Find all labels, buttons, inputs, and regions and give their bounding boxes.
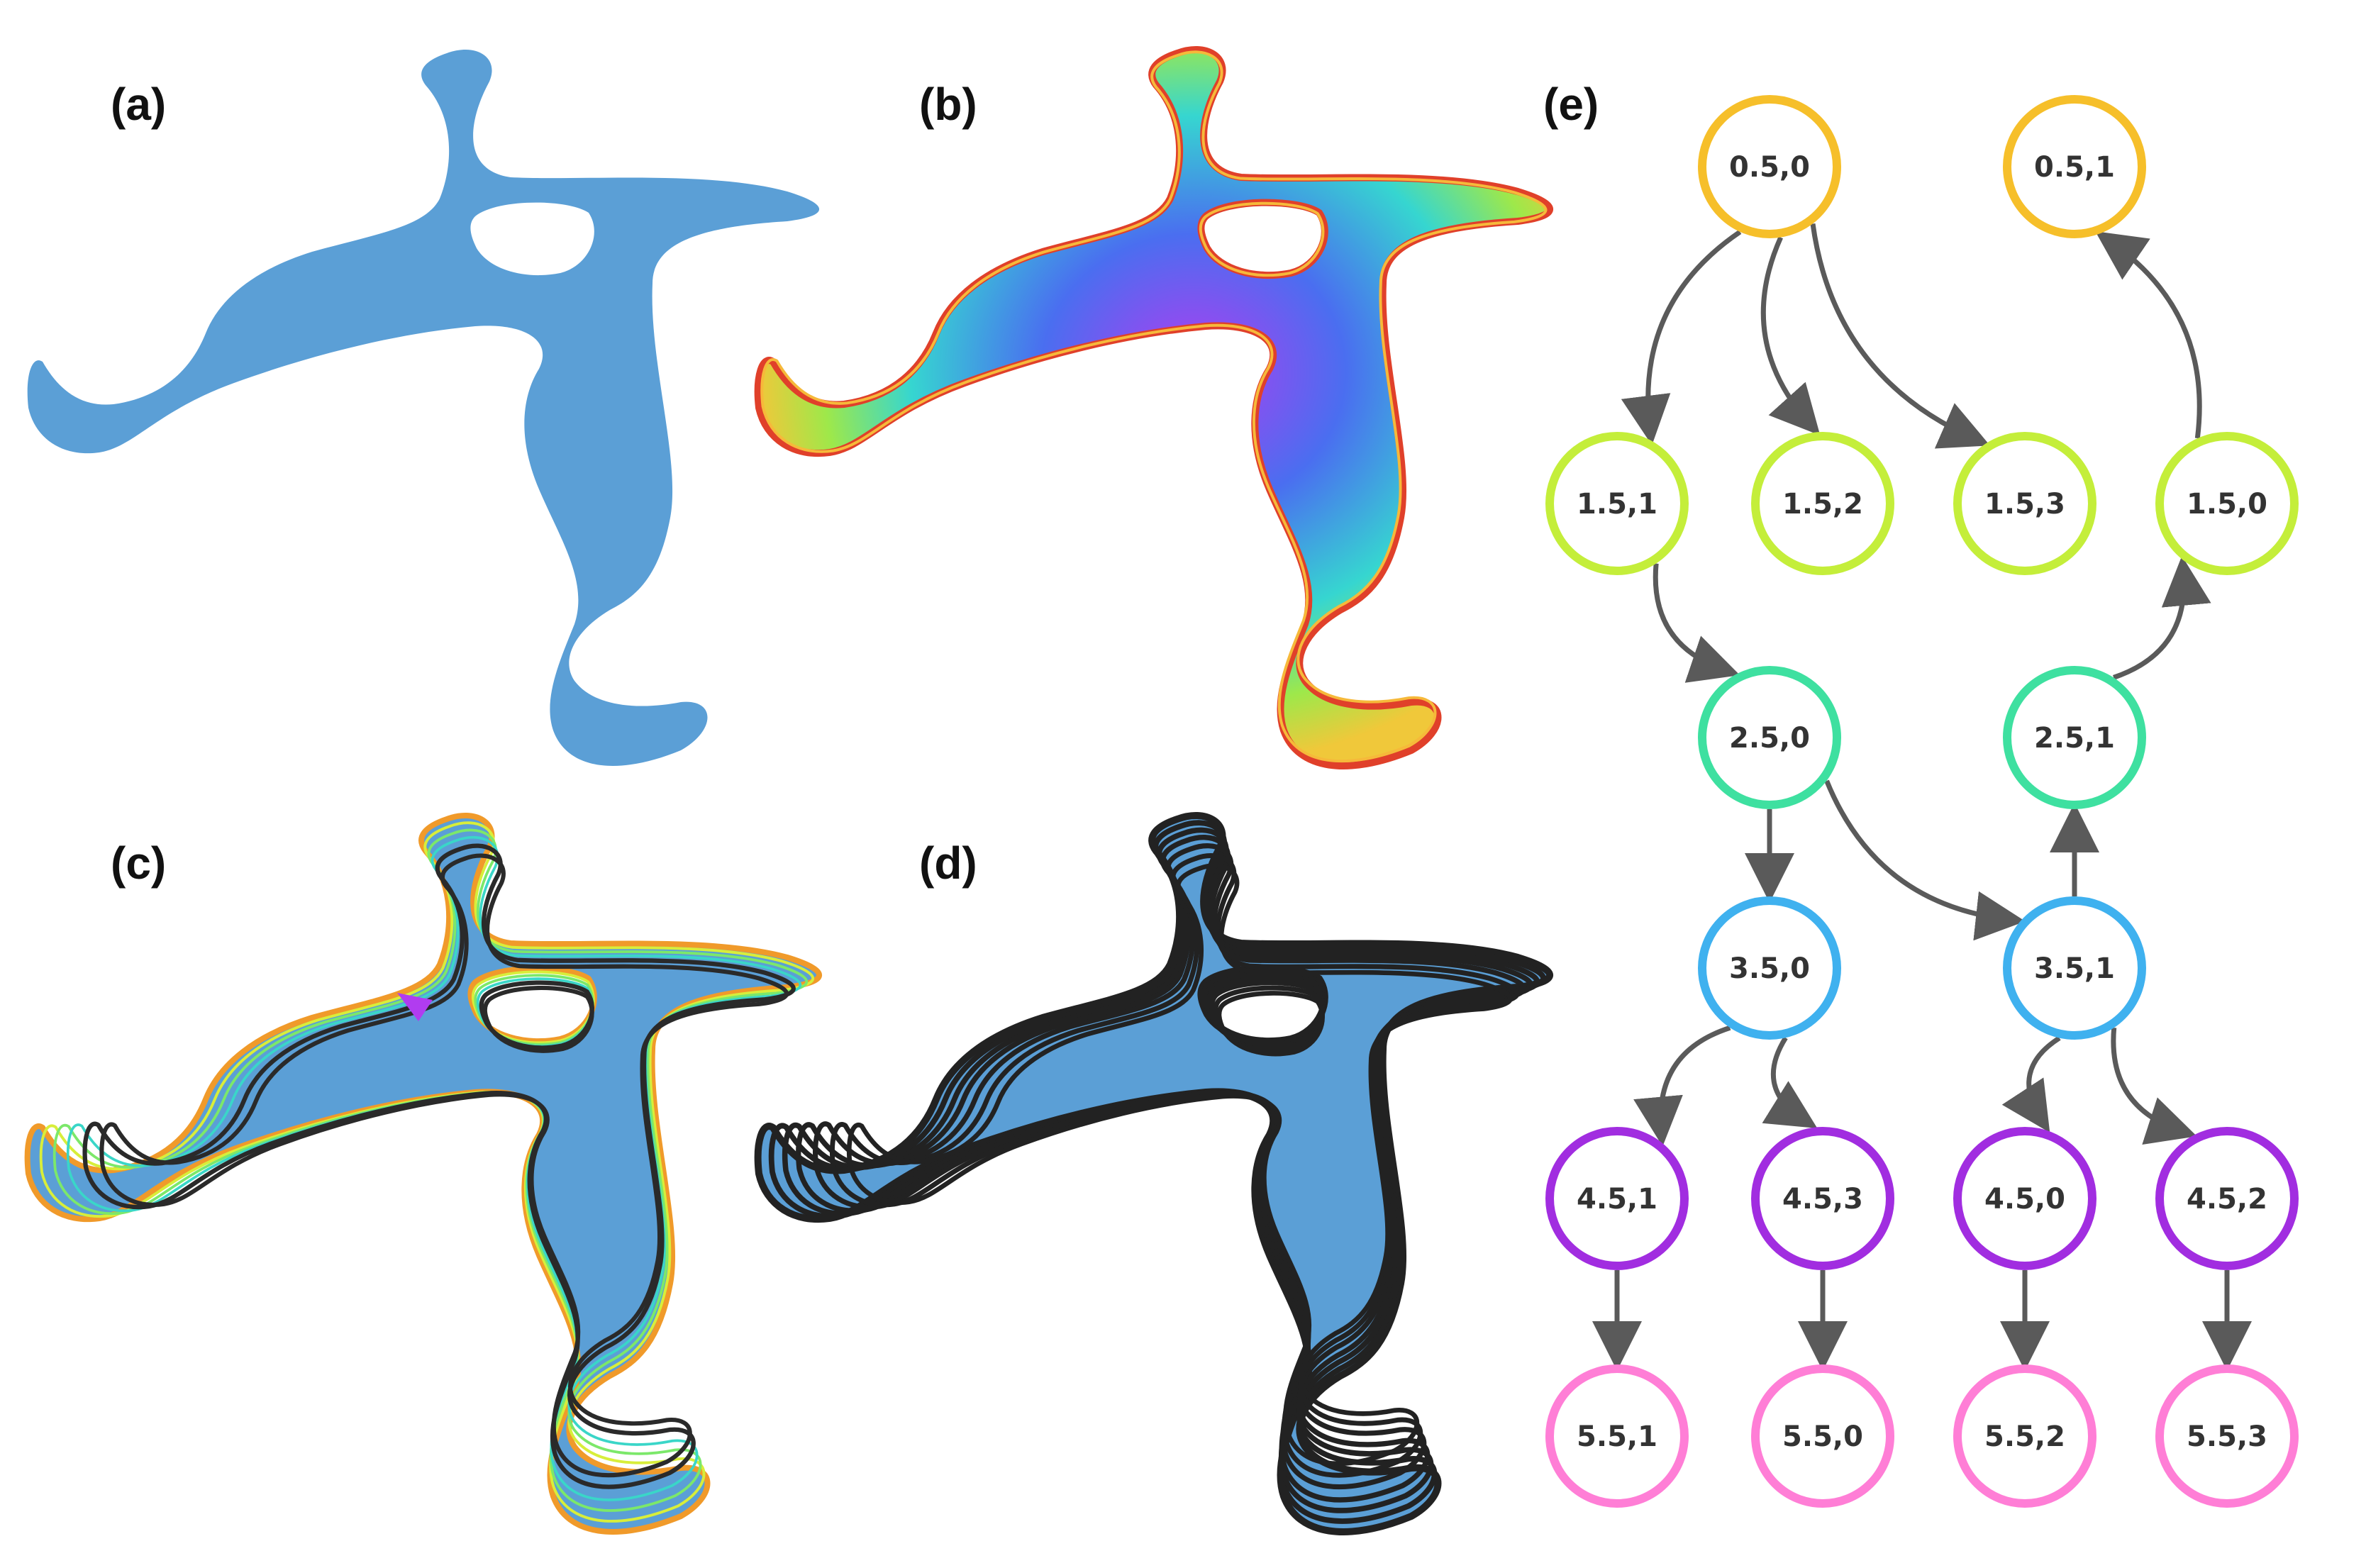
panel-label-b: (b): [919, 79, 977, 130]
graph-edge: [2095, 231, 2202, 439]
graph-node: 0.5,0: [1698, 95, 1841, 238]
graph-node-circle: [2155, 1127, 2299, 1270]
graph-node-label: 4.5,2: [2187, 1183, 2267, 1216]
graph-node-label: 0.5,0: [1729, 151, 1810, 184]
graph-node-label: 5.5,1: [1577, 1420, 1657, 1453]
graph-node-circle: [2003, 666, 2146, 809]
graph-node: 4.5,1: [1545, 1127, 1689, 1270]
graph-node-circle: [1953, 1127, 2096, 1270]
graph-node-circle: [1698, 666, 1841, 809]
graph-node-label: 5.5,0: [1782, 1420, 1863, 1453]
graph-node-label: 2.5,1: [2034, 722, 2115, 755]
graph-node-label: 5.5,3: [2187, 1420, 2267, 1453]
graph-node-circle: [1698, 95, 1841, 238]
graph-node-circle: [2003, 95, 2146, 238]
graph-node-label: 5.5,2: [1984, 1420, 2065, 1453]
graph-node: 4.5,2: [2155, 1127, 2299, 1270]
graph-edge: [1621, 230, 1742, 445]
graph-node-circle: [1953, 432, 2096, 575]
panel-label-a: (a): [111, 79, 167, 130]
graph-edge: [2111, 1027, 2197, 1145]
graph-node: 4.5,3: [1751, 1127, 1894, 1270]
graph-node: 0.5,1: [2003, 95, 2146, 238]
graph-node: 2.5,0: [1698, 666, 1841, 809]
graph-node-label: 4.5,1: [1577, 1183, 1657, 1216]
graph-node: 2.5,1: [2003, 666, 2146, 809]
graph-node-circle: [1545, 432, 1689, 575]
graph-node: 1.5,1: [1545, 432, 1689, 575]
graph-node: 5.5,3: [2155, 1364, 2299, 1508]
graph-node-circle: [2003, 896, 2146, 1040]
graph-node-label: 1.5,3: [1984, 488, 2065, 521]
graph-node-circle: [1751, 1127, 1894, 1270]
graph-node: 1.5,3: [1953, 432, 2096, 575]
graph-node-label: 4.5,3: [1782, 1183, 1863, 1216]
graph-node-circle: [1953, 1364, 2096, 1508]
graph-node: 3.5,1: [2003, 896, 2146, 1040]
panel-label-e: (e): [1543, 79, 1599, 130]
graph-node-circle: [1545, 1364, 1689, 1508]
graph-edge: [2113, 555, 2211, 680]
graph-node: 5.5,2: [1953, 1364, 2096, 1508]
graph-edge: [1762, 1036, 1818, 1128]
panel-c-contours: [28, 816, 819, 1532]
graph-edge: [1653, 563, 1740, 683]
graph-node-label: 1.5,2: [1782, 488, 1863, 521]
graph-node: 4.5,0: [1953, 1127, 2096, 1270]
graph-node-label: 1.5,0: [2187, 488, 2267, 521]
graph-node-label: 4.5,0: [1984, 1183, 2065, 1216]
graph-edge: [1810, 223, 1991, 449]
graph-node: 1.5,2: [1751, 432, 1894, 575]
graph-edge: [1760, 236, 1821, 436]
graph-node-label: 0.5,1: [2034, 151, 2115, 184]
graph-node: 5.5,1: [1545, 1364, 1689, 1508]
graph-node-circle: [2155, 1364, 2299, 1508]
panel-label-c: (c): [111, 838, 167, 889]
panel-label-d: (d): [919, 838, 977, 889]
graph-node-circle: [2155, 432, 2299, 575]
graph-node-circle: [1751, 432, 1894, 575]
graph-node-label: 3.5,0: [1729, 952, 1810, 985]
graph-edge: [2001, 1035, 2061, 1133]
graph-node-label: 2.5,0: [1729, 722, 1810, 755]
graph-edge: [1824, 779, 2026, 941]
graph-node: 1.5,0: [2155, 432, 2299, 575]
graph-node-label: 3.5,1: [2034, 952, 2115, 985]
graph-node: 3.5,0: [1698, 896, 1841, 1040]
graph-node-circle: [1698, 896, 1841, 1040]
graph-node-label: 1.5,1: [1577, 488, 1657, 521]
graph-node-circle: [1545, 1127, 1689, 1270]
graph-edge: [1633, 1025, 1731, 1147]
graph-node: 5.5,0: [1751, 1364, 1894, 1508]
graph-node-circle: [1751, 1364, 1894, 1508]
